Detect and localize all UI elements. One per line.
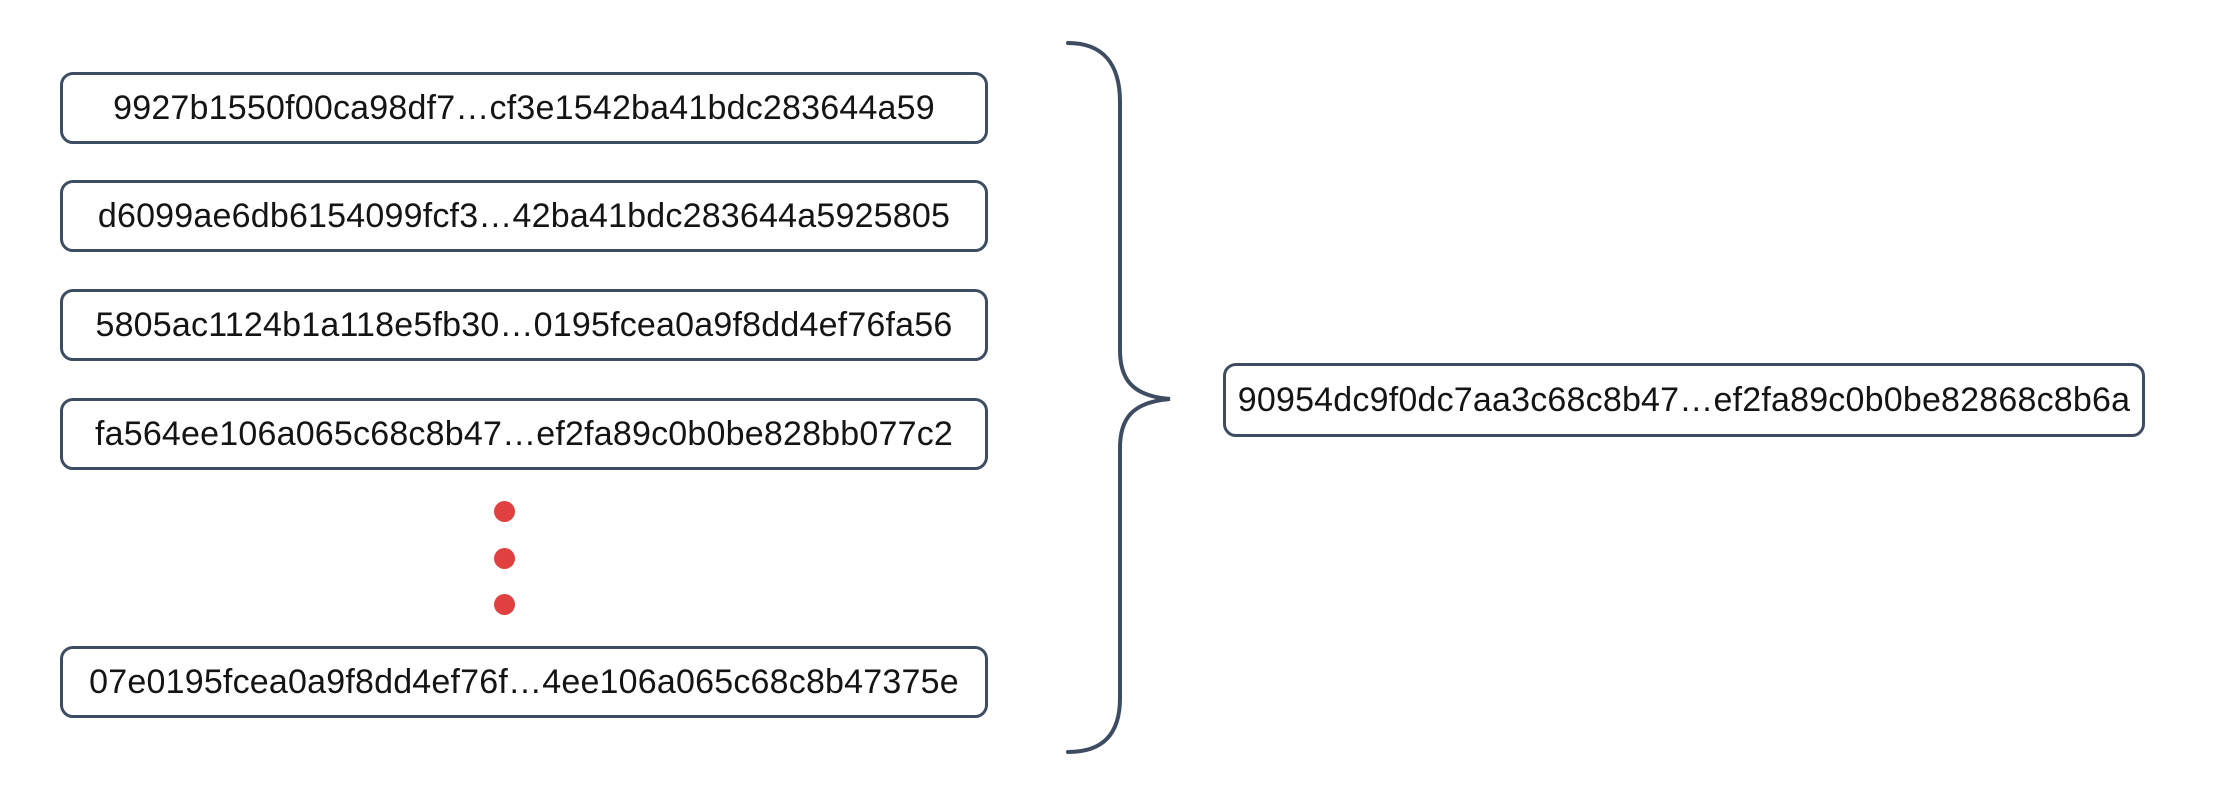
combined-hash-box: 90954dc9f0dc7aa3c68c8b47…ef2fa89c0b0be82…: [1223, 363, 2145, 437]
input-hash-text-1: 9927b1550f00ca98df7…cf3e1542ba41bdc28364…: [113, 88, 935, 127]
ellipsis-dot-icon: [494, 501, 515, 522]
input-hash-box-3: 5805ac1124b1a118e5fb30…0195fcea0a9f8dd4e…: [60, 289, 988, 361]
input-hash-box-5: 07e0195fcea0a9f8dd4ef76f…4ee106a065c68c8…: [60, 646, 988, 718]
input-hash-box-1: 9927b1550f00ca98df7…cf3e1542ba41bdc28364…: [60, 72, 988, 144]
input-hash-box-4: fa564ee106a065c68c8b47…ef2fa89c0b0be828b…: [60, 398, 988, 470]
ellipsis-dot-icon: [494, 548, 515, 569]
input-hash-text-2: d6099ae6db6154099fcf3…42ba41bdc283644a59…: [97, 196, 951, 235]
input-hash-box-2: d6099ae6db6154099fcf3…42ba41bdc283644a59…: [60, 180, 988, 252]
ellipsis-dot-icon: [494, 594, 515, 615]
input-hash-text-3: 5805ac1124b1a118e5fb30…0195fcea0a9f8dd4e…: [95, 305, 953, 344]
input-hash-text-5: 07e0195fcea0a9f8dd4ef76f…4ee106a065c68c8…: [89, 662, 959, 701]
combined-hash-text: 90954dc9f0dc7aa3c68c8b47…ef2fa89c0b0be82…: [1237, 380, 2131, 419]
input-hash-text-4: fa564ee106a065c68c8b47…ef2fa89c0b0be828b…: [94, 414, 954, 453]
